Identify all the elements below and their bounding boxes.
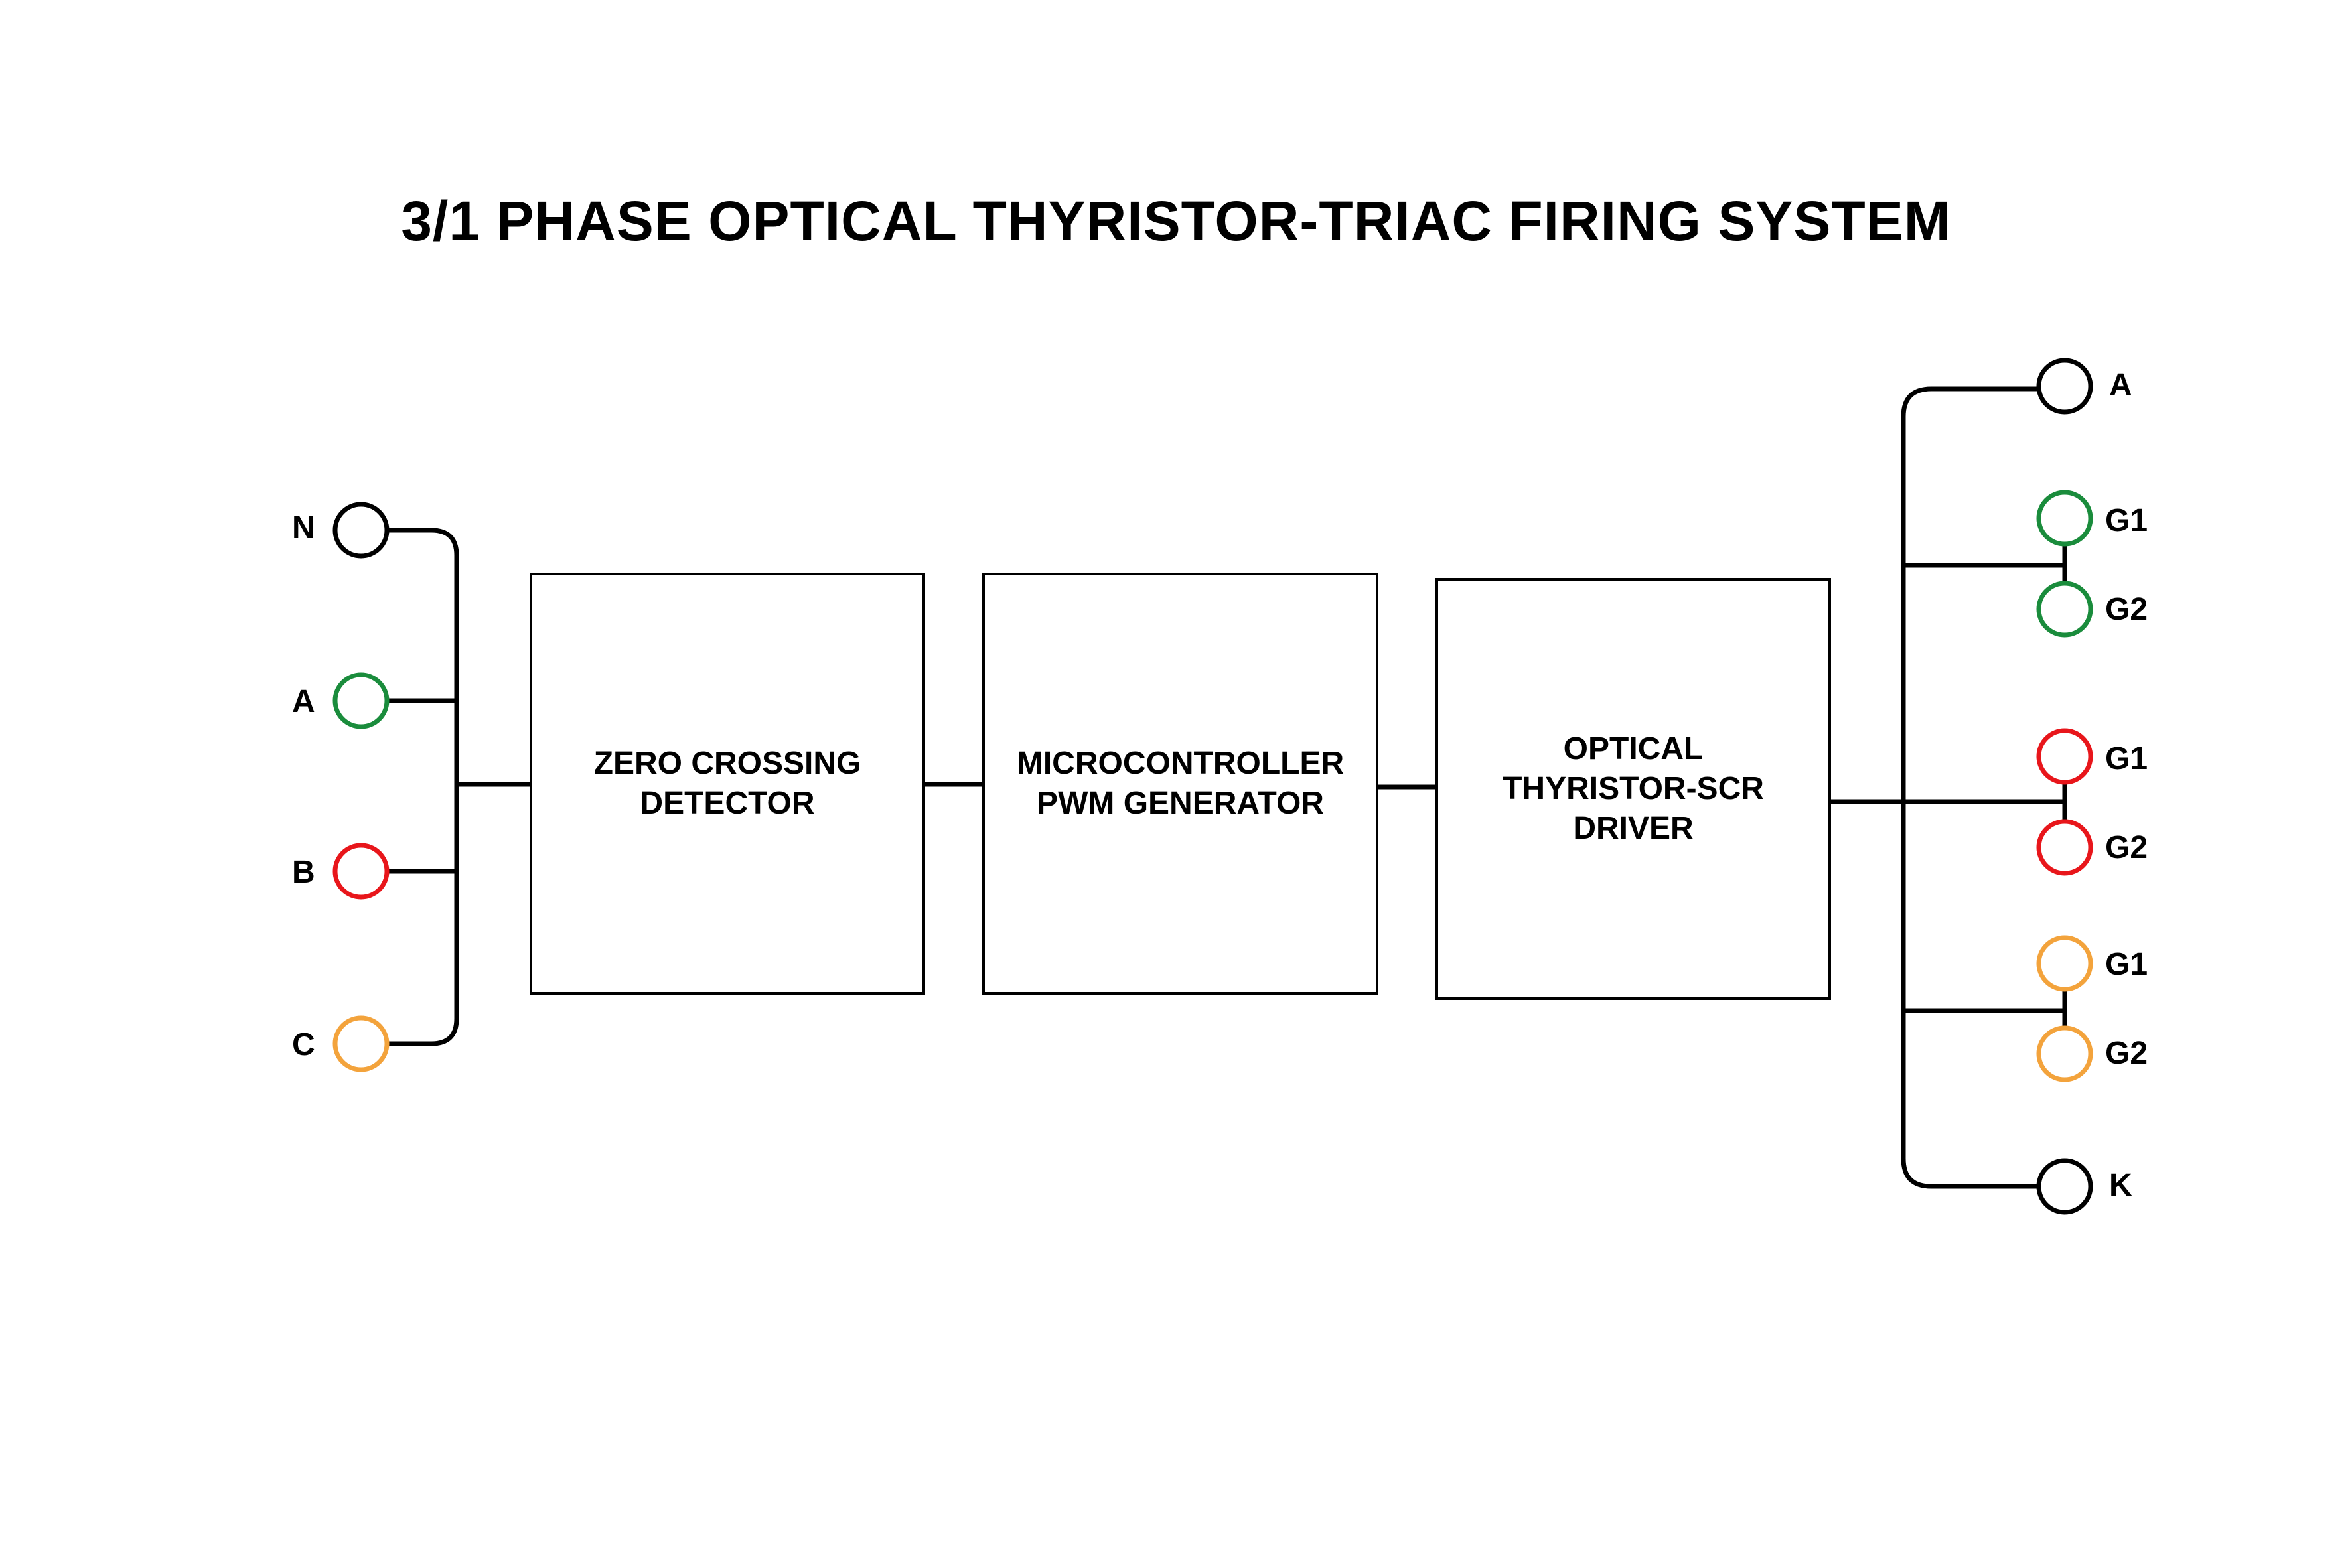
output-bus [1901, 386, 2041, 1189]
driver-label: OPTICAL THYRISTOR-SCR DRIVER [1503, 731, 1764, 846]
output-label-g1-c: G1 [2105, 947, 2148, 982]
optical-driver-block [1435, 578, 1831, 1000]
diagram-title: 3/1 PHASE OPTICAL THYRISTOR-TRIAC FIRING… [401, 190, 1951, 252]
zero-crossing-detector-block [530, 573, 925, 995]
terminal-n-icon[interactable] [332, 502, 390, 559]
output-label-cathode: K [2109, 1168, 2132, 1203]
output-label-g2-a: G2 [2105, 592, 2148, 627]
output-terminal-anode-icon[interactable] [2036, 358, 2093, 415]
output-label-g2-c: G2 [2105, 1036, 2148, 1071]
output-terminal-g1-b-icon[interactable] [2036, 728, 2093, 785]
zero-crossing-label: ZERO CROSSING DETECTOR [593, 746, 861, 821]
output-terminal-g2-a-icon[interactable] [2036, 581, 2093, 638]
input-label-n: N [292, 510, 315, 545]
output-terminal-g2-b-icon[interactable] [2036, 819, 2093, 876]
output-terminal-g2-c-icon[interactable] [2036, 1025, 2093, 1082]
terminal-c-icon[interactable] [332, 1015, 390, 1072]
output-label-g1-b: G1 [2105, 741, 2148, 776]
output-terminal-cathode-icon[interactable] [2036, 1158, 2093, 1215]
output-label-g2-b: G2 [2105, 830, 2148, 865]
input-label-b: B [292, 855, 315, 890]
input-label-a: A [292, 684, 315, 719]
input-label-c: C [292, 1027, 315, 1062]
output-label-anode: A [2109, 368, 2132, 403]
output-label-g1-a: G1 [2105, 503, 2148, 538]
terminal-b-icon[interactable] [332, 843, 390, 900]
input-wire-n [385, 528, 459, 1021]
input-bus-bottom [385, 1016, 459, 1046]
output-terminal-g1-a-icon[interactable] [2036, 490, 2093, 547]
microcontroller-pwm-block [982, 573, 1378, 995]
terminal-a-icon[interactable] [332, 672, 390, 729]
microcontroller-label: MICROCONTROLLER PWM GENERATOR [1016, 746, 1345, 821]
output-terminal-g1-c-icon[interactable] [2036, 935, 2093, 992]
